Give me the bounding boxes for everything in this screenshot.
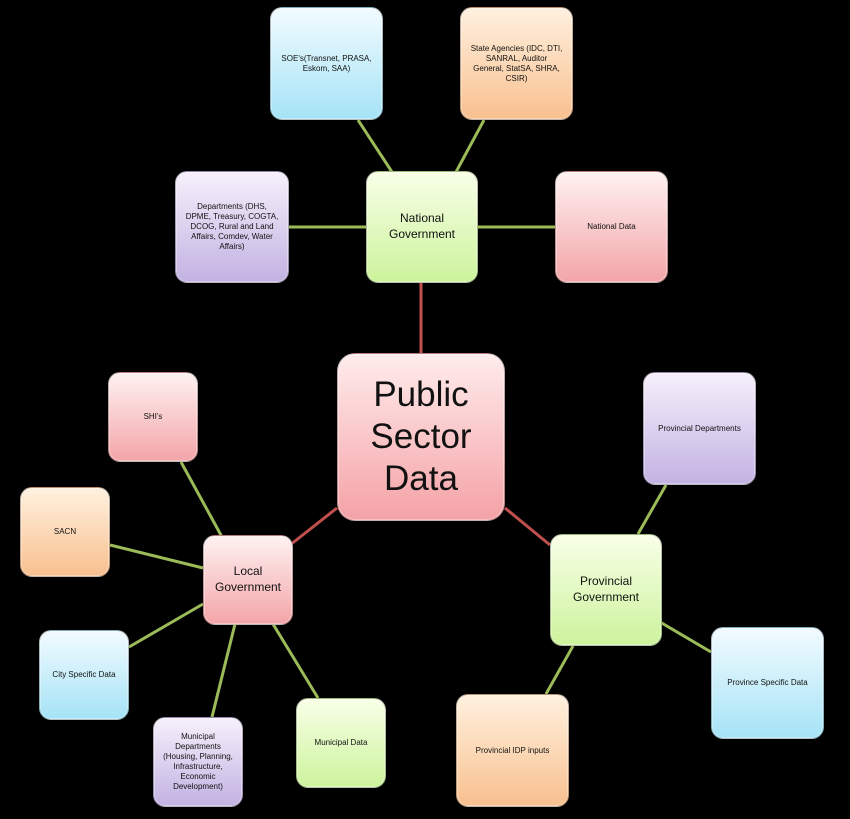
national-data-label: National Data: [587, 222, 636, 231]
shis-node: SHI's: [108, 372, 198, 462]
provincial-departments-node: Provincial Departments: [643, 372, 756, 485]
municipal-departments-node: Municipal Departments (Housing, Planning…: [153, 717, 243, 807]
national-data-node: National Data: [555, 171, 668, 283]
municipal-departments-label: Municipal Departments (Housing, Planning…: [163, 732, 233, 791]
national-government-node: National Government: [366, 171, 478, 283]
province-specific-data-node: Province Specific Data: [711, 627, 824, 739]
city-specific-data-label: City Specific Data: [52, 670, 116, 679]
link-provincial-specific-data: [659, 620, 712, 654]
link-local-city-data: [128, 602, 204, 649]
city-specific-data-node: City Specific Data: [39, 630, 129, 720]
link-local-municipal-departments: [210, 623, 237, 718]
provincial-government-node: Provincial Government: [550, 534, 662, 646]
provincial-idp-inputs-node: Provincial IDP inputs: [456, 694, 569, 807]
municipal-data-node: Municipal Data: [296, 698, 386, 788]
sacn-node: SACN: [20, 487, 110, 577]
link-local-shis: [179, 461, 224, 538]
public-sector-data-node: Public Sector Data: [337, 353, 505, 521]
sacn-label: SACN: [53, 527, 77, 536]
link-national-soes: [356, 119, 394, 173]
link-center-provincial: [504, 506, 551, 547]
soes-node: SOE's(Transnet, PRASA, Eskom, SAA): [270, 7, 383, 120]
national-departments-node: Departments (DHS, DPME, Treasury, COGTA,…: [175, 171, 289, 283]
provincial-government-label: Provincial Government: [572, 574, 640, 604]
public-sector-data-label: Public Sector Data: [370, 375, 472, 498]
link-provincial-idp: [544, 645, 575, 695]
national-government-label: National Government: [388, 211, 456, 241]
soes-label: SOE's(Transnet, PRASA, Eskom, SAA): [281, 53, 372, 73]
link-local-sacn: [109, 543, 204, 570]
link-provincial-departments: [636, 484, 668, 535]
local-government-node: Local Government: [203, 535, 293, 625]
state-agencies-node: State Agencies (IDC, DTI, SANRAL, Audito…: [460, 7, 573, 120]
link-local-municipal-data: [271, 623, 320, 699]
provincial-departments-label: Provincial Departments: [658, 423, 741, 433]
municipal-data-label: Municipal Data: [314, 738, 368, 747]
province-specific-data-label: Province Specific Data: [727, 678, 808, 687]
shis-label: SHI's: [143, 412, 163, 421]
link-center-local: [289, 506, 338, 547]
link-national-agencies: [454, 119, 486, 173]
national-departments-label: Departments (DHS, DPME, Treasury, COGTA,…: [185, 202, 279, 251]
provincial-idp-inputs-label: Provincial IDP inputs: [475, 745, 550, 755]
state-agencies-label: State Agencies (IDC, DTI, SANRAL, Audito…: [470, 43, 563, 83]
local-government-label: Local Government: [214, 564, 282, 594]
